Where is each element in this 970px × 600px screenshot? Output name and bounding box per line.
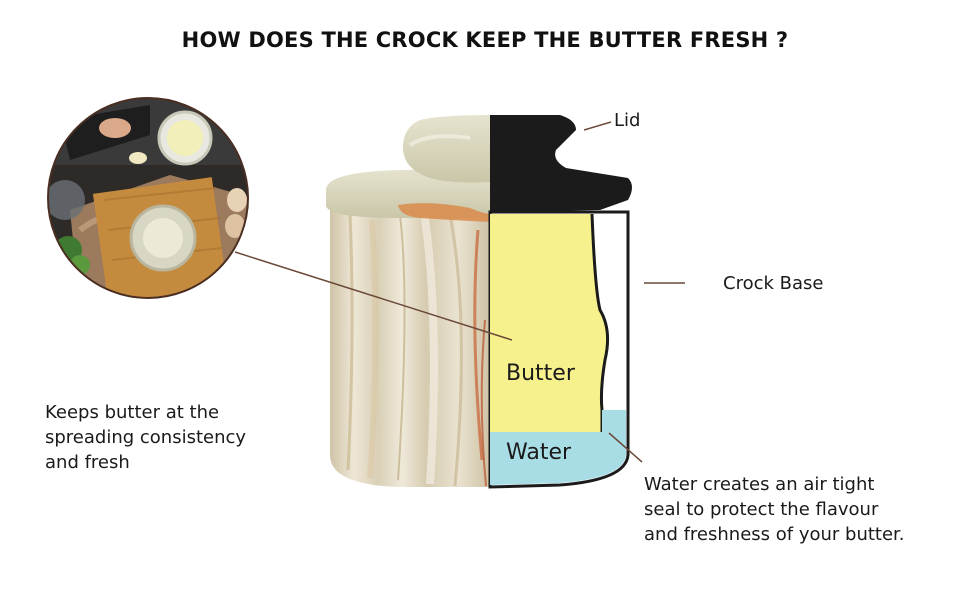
lid-shape (490, 115, 632, 212)
water-label: Water (506, 440, 572, 465)
right-caption-line: and freshness of your butter. (644, 524, 905, 545)
onyx-crock-photo (326, 115, 490, 487)
left-caption-line: spreading consistency (45, 427, 247, 448)
leader-water (608, 432, 643, 463)
lid-label: Lid (614, 110, 641, 131)
left-caption-line: and fresh (45, 452, 130, 473)
right-caption: Water creates an air tight seal to prote… (644, 472, 905, 547)
left-caption-line: Keeps butter at the (45, 402, 220, 423)
water-fill (490, 410, 626, 485)
left-caption: Keeps butter at the spreading consistenc… (45, 400, 246, 475)
serving-photo-inset (47, 97, 249, 299)
right-caption-line: seal to protect the flavour (644, 499, 879, 520)
crock-cutaway (488, 115, 632, 489)
crock-base-label: Crock Base (723, 273, 824, 294)
leader-lid (583, 121, 612, 131)
right-caption-line: Water creates an air tight (644, 474, 875, 495)
leader-lines (234, 121, 685, 463)
page-title: HOW DOES THE CROCK KEEP THE BUTTER FRESH… (181, 28, 789, 52)
leader-butter (234, 251, 513, 341)
butter-label: Butter (506, 361, 575, 386)
butter-fill (490, 214, 608, 432)
